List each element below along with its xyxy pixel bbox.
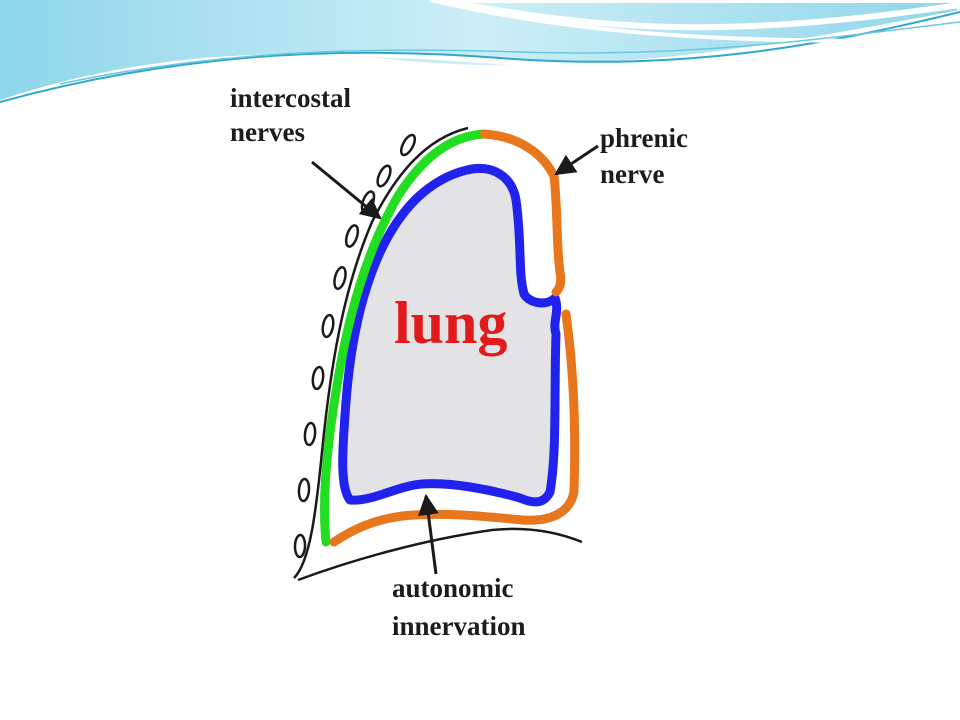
- phrenic-nerve-label: phrenic: [600, 123, 689, 153]
- intercostal-nerves-label: intercostal: [230, 83, 351, 113]
- phrenic-nerve-line-upper: [479, 129, 566, 297]
- rib-section: [297, 477, 311, 503]
- rib-section: [344, 224, 360, 248]
- autonomic-arrow: [417, 493, 439, 575]
- banner-wave-line-2: [429, 0, 960, 43]
- rib-section: [303, 421, 317, 447]
- diaphragm-line: [297, 527, 583, 582]
- intercostal-nerve-line: [319, 129, 489, 547]
- rib-section: [399, 133, 417, 157]
- rib-section: [333, 266, 347, 290]
- rib-section: [293, 533, 307, 559]
- header-banner: [0, 0, 960, 111]
- intercostal-arrow: [311, 160, 382, 220]
- lung-label: lung: [394, 290, 508, 356]
- rib-section: [321, 313, 335, 339]
- autonomic-innervation-label: autonomic: [392, 573, 514, 603]
- lung-shape: [338, 164, 562, 507]
- banner-wave-line-3: [59, 21, 960, 85]
- lung-innervation-diagram: intercostal nerves phrenic nerve lung au…: [222, 72, 718, 648]
- phrenic-arrow: [554, 144, 599, 176]
- chest-wall-line: [293, 126, 469, 579]
- phrenic-nerve-label-line2: nerve: [600, 159, 665, 189]
- rib-section: [311, 365, 325, 391]
- diagram-drawing: [293, 126, 599, 582]
- intercostal-nerves-label-line2: nerves: [230, 117, 305, 147]
- autonomic-innervation-label-line2: innervation: [392, 611, 526, 641]
- phrenic-nerve-line-lower: [329, 309, 580, 547]
- rib-section: [376, 164, 392, 188]
